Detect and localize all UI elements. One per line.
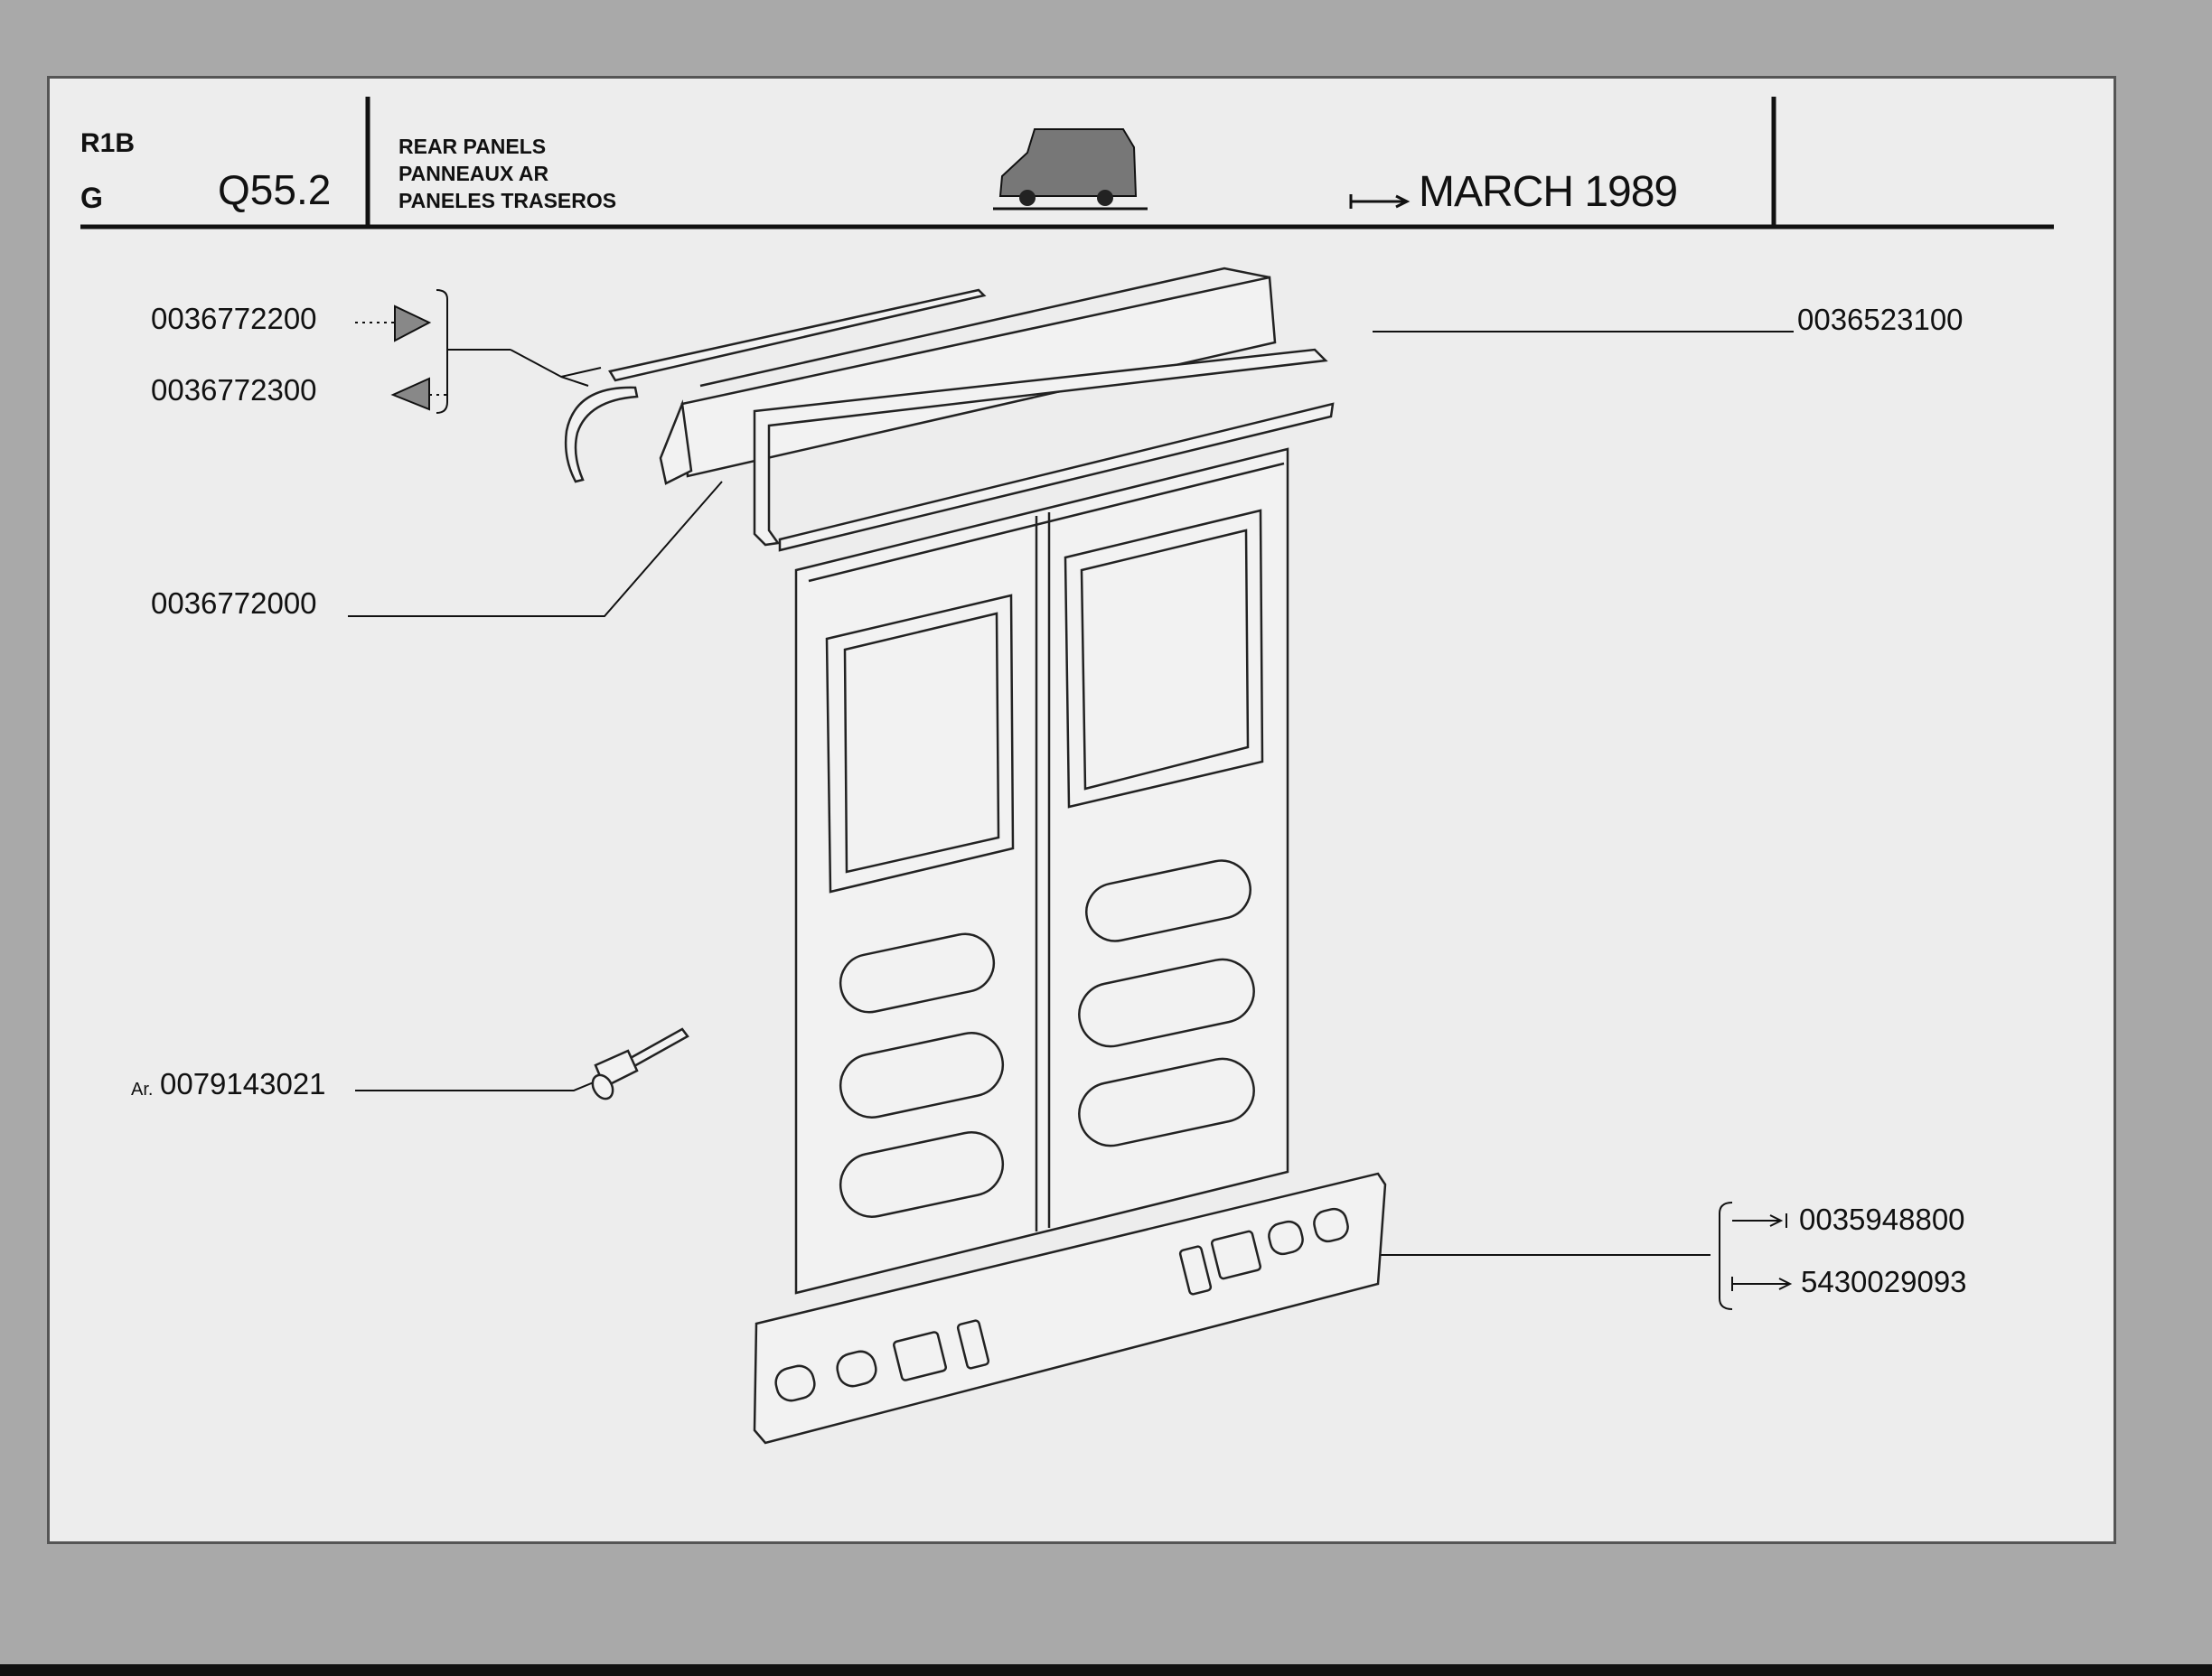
right-window — [1064, 509, 1264, 809]
right-rib-1 — [1085, 859, 1251, 942]
roof-trim-strip — [608, 288, 987, 382]
end-seal — [564, 386, 639, 483]
brace-bottom-right — [1719, 1202, 1733, 1310]
left-rib-1 — [839, 932, 996, 1014]
top-channel — [753, 348, 1328, 547]
triangle-left-icon — [390, 377, 430, 411]
left-window — [825, 594, 1015, 894]
right-rib-2 — [1078, 958, 1255, 1048]
triangle-right-icon — [394, 304, 432, 342]
title-english: REAR PANELS — [398, 135, 547, 158]
right-rib-3 — [1078, 1057, 1255, 1147]
part-number-0036772000[interactable]: 0036772000 — [151, 586, 317, 620]
parts-sheet: R1B G Q55.2 REAR PANELS PANNEAUX AR PANE… — [47, 76, 2116, 1544]
rivet-prefix: Ar. — [131, 1080, 154, 1100]
part-number-0036523100[interactable]: 0036523100 — [1797, 303, 1964, 336]
part-number-0035948800[interactable]: 0035948800 — [1799, 1203, 1965, 1236]
van-icon — [993, 128, 1148, 211]
plate-number: Q55.2 — [218, 166, 332, 213]
model-code: R1B — [80, 128, 136, 158]
title-spanish: PANELES TRASEROS — [398, 189, 617, 212]
title-french: PANNEAUX AR — [398, 162, 549, 185]
effective-date: MARCH 1989 — [1419, 168, 1678, 216]
exploded-diagram — [80, 97, 2054, 1445]
group-code: G — [80, 182, 103, 214]
date-arrow-icon — [1349, 194, 1411, 209]
leader-mid-left — [348, 481, 723, 617]
left-rib-3 — [839, 1131, 1005, 1218]
leader-rivet — [355, 1077, 605, 1091]
rear-panel-assembly — [564, 267, 1387, 1445]
part-number-5430029093[interactable]: 5430029093 — [1801, 1265, 1967, 1298]
scan-edge — [0, 1664, 2212, 1676]
part-number-0079143021[interactable]: 0079143021 — [160, 1067, 326, 1100]
rivet-icon — [591, 1027, 689, 1100]
part-number-0036772200[interactable]: 0036772200 — [151, 302, 317, 335]
part-number-0036772300[interactable]: 0036772300 — [151, 373, 317, 407]
left-rib-2 — [839, 1032, 1005, 1119]
bottom-sill — [753, 1172, 1387, 1445]
